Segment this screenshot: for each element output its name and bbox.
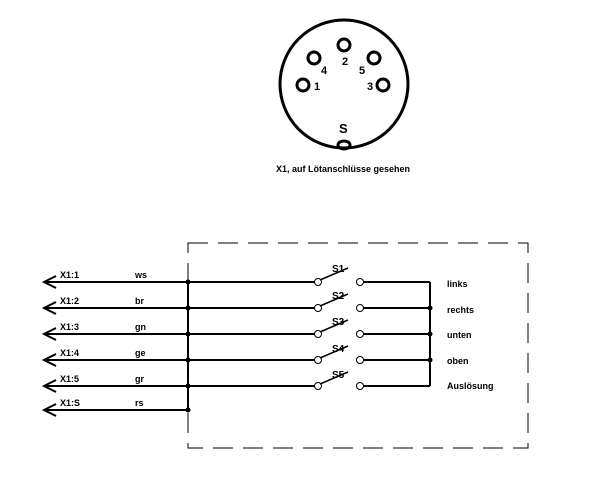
wire-row-5: X1:5 gr xyxy=(41,374,315,393)
pin-5-label: 5 xyxy=(359,65,365,77)
wire-row-1: X1:1 ws xyxy=(41,270,315,289)
switch-function-label: links xyxy=(447,279,468,289)
pin-s-contact xyxy=(336,139,352,151)
terminal-label: X1:2 xyxy=(60,296,79,306)
arrow-left-icon xyxy=(41,403,57,417)
switch-label: S4 xyxy=(332,344,345,355)
switch-function-label: Auslösung xyxy=(447,381,494,391)
arrow-left-icon xyxy=(41,379,57,393)
pin-1-contact xyxy=(295,77,311,93)
wire-color-label: gr xyxy=(135,374,144,384)
pin-3-label: 3 xyxy=(367,81,373,93)
terminal-label: X1:S xyxy=(60,398,80,408)
switch-contact xyxy=(314,330,322,338)
wire-color-label: rs xyxy=(135,398,144,408)
switch-contact xyxy=(356,382,364,390)
arrow-left-icon xyxy=(41,275,57,289)
switch-contact xyxy=(356,330,364,338)
arrow-left-icon xyxy=(41,301,57,315)
switch-label: S5 xyxy=(332,370,345,381)
pin-2-label: 2 xyxy=(342,56,348,68)
switch-label: S3 xyxy=(332,317,345,328)
switch-label: S1 xyxy=(332,264,345,275)
terminal-label: X1:5 xyxy=(60,374,79,384)
wire-color-label: gn xyxy=(135,322,146,332)
switch-label: S2 xyxy=(332,291,345,302)
wire-row-2: X1:2 br xyxy=(41,296,315,315)
switch-contact xyxy=(314,304,322,312)
wire-row-3: X1:3 gn xyxy=(41,322,315,341)
switch-blade xyxy=(319,319,349,333)
switch-enclosure xyxy=(187,242,529,449)
wire-row-4: X1:4 ge xyxy=(41,348,315,367)
wire-color-label: br xyxy=(135,296,144,306)
switch-function-label: oben xyxy=(447,356,469,366)
arrow-left-icon xyxy=(41,353,57,367)
switch-contact xyxy=(314,278,322,286)
pin-s-label: S xyxy=(339,121,348,136)
pin-4-contact xyxy=(306,50,322,66)
switch-s1: S1 links xyxy=(314,264,468,289)
switch-function-label: unten xyxy=(447,330,472,340)
switch-blade xyxy=(319,267,349,281)
terminal-label: X1:3 xyxy=(60,322,79,332)
switch-s3: S3 unten xyxy=(314,317,472,340)
switch-blade xyxy=(319,293,349,307)
switch-contact xyxy=(356,356,364,364)
switch-contact xyxy=(356,278,364,286)
pin-1-label: 1 xyxy=(314,81,320,93)
arrow-left-icon xyxy=(41,327,57,341)
connector-face: 2 4 5 1 3 S X1, auf Lötanschlüsse gesehe… xyxy=(276,18,410,174)
wire-color-label: ws xyxy=(134,270,147,280)
pin-3-contact xyxy=(375,77,391,93)
wire-row-s: X1:S rs xyxy=(41,398,191,417)
terminal-label: X1:4 xyxy=(60,348,79,358)
switch-s4: S4 oben xyxy=(314,344,469,366)
pin-4-label: 4 xyxy=(321,65,328,77)
pin-2-contact xyxy=(336,37,352,53)
connector-caption: X1, auf Lötanschlüsse gesehen xyxy=(276,164,410,174)
pin-5-contact xyxy=(366,50,382,66)
wire-color-label: ge xyxy=(135,348,146,358)
switch-blade xyxy=(319,345,349,359)
switch-contact xyxy=(314,382,322,390)
switch-s5: S5 Auslösung xyxy=(314,370,494,391)
terminal-label: X1:1 xyxy=(60,270,79,280)
switch-contact xyxy=(356,304,364,312)
switch-blade xyxy=(319,371,349,385)
switch-function-label: rechts xyxy=(447,305,474,315)
switch-s2: S2 rechts xyxy=(314,291,474,315)
switch-contact xyxy=(314,356,322,364)
